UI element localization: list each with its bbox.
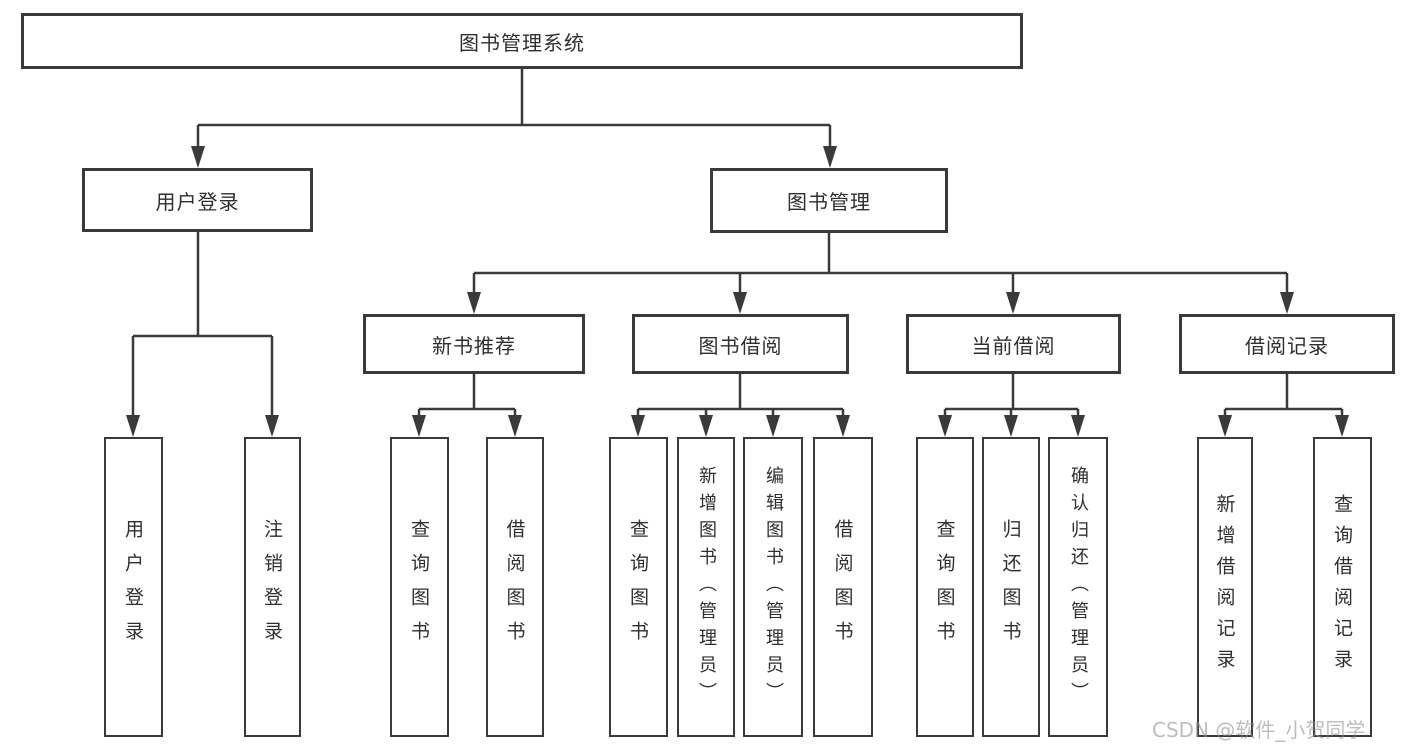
node-book-borrow: 图书借阅 <box>632 314 849 374</box>
arrowheads <box>126 146 1349 437</box>
leaf-query-books-borrow: 查询图书 <box>609 437 668 737</box>
leaf-edit-book-admin: 编辑图书（管理员） <box>743 437 803 737</box>
leaf-confirm-return-admin: 确认归还（管理员） <box>1048 437 1108 737</box>
node-borrow-records: 借阅记录 <box>1179 314 1395 374</box>
leaf-add-book-admin: 新增图书（管理员） <box>677 437 735 737</box>
node-root-library-system: 图书管理系统 <box>21 13 1023 69</box>
leaf-query-books-recommend: 查询图书 <box>390 437 449 737</box>
leaf-logout: 注销登录 <box>244 437 301 737</box>
csdn-watermark: CSDN @软件_小贺同学 <box>1152 718 1366 742</box>
node-new-book-recommend: 新书推荐 <box>363 314 585 374</box>
connector-segments <box>131 69 1344 419</box>
node-current-borrow: 当前借阅 <box>906 314 1121 374</box>
leaf-return-book: 归还图书 <box>982 437 1040 737</box>
leaf-user-login: 用户登录 <box>104 437 163 737</box>
leaf-query-books-current: 查询图书 <box>916 437 974 737</box>
leaf-borrow-book: 借阅图书 <box>813 437 873 737</box>
leaf-add-borrow-record: 新增借阅记录 <box>1197 437 1253 737</box>
node-user-login: 用户登录 <box>82 168 313 232</box>
leaf-query-borrow-record: 查询借阅记录 <box>1313 437 1372 737</box>
node-book-management: 图书管理 <box>710 168 948 233</box>
leaf-borrow-book-recommend: 借阅图书 <box>486 437 544 737</box>
